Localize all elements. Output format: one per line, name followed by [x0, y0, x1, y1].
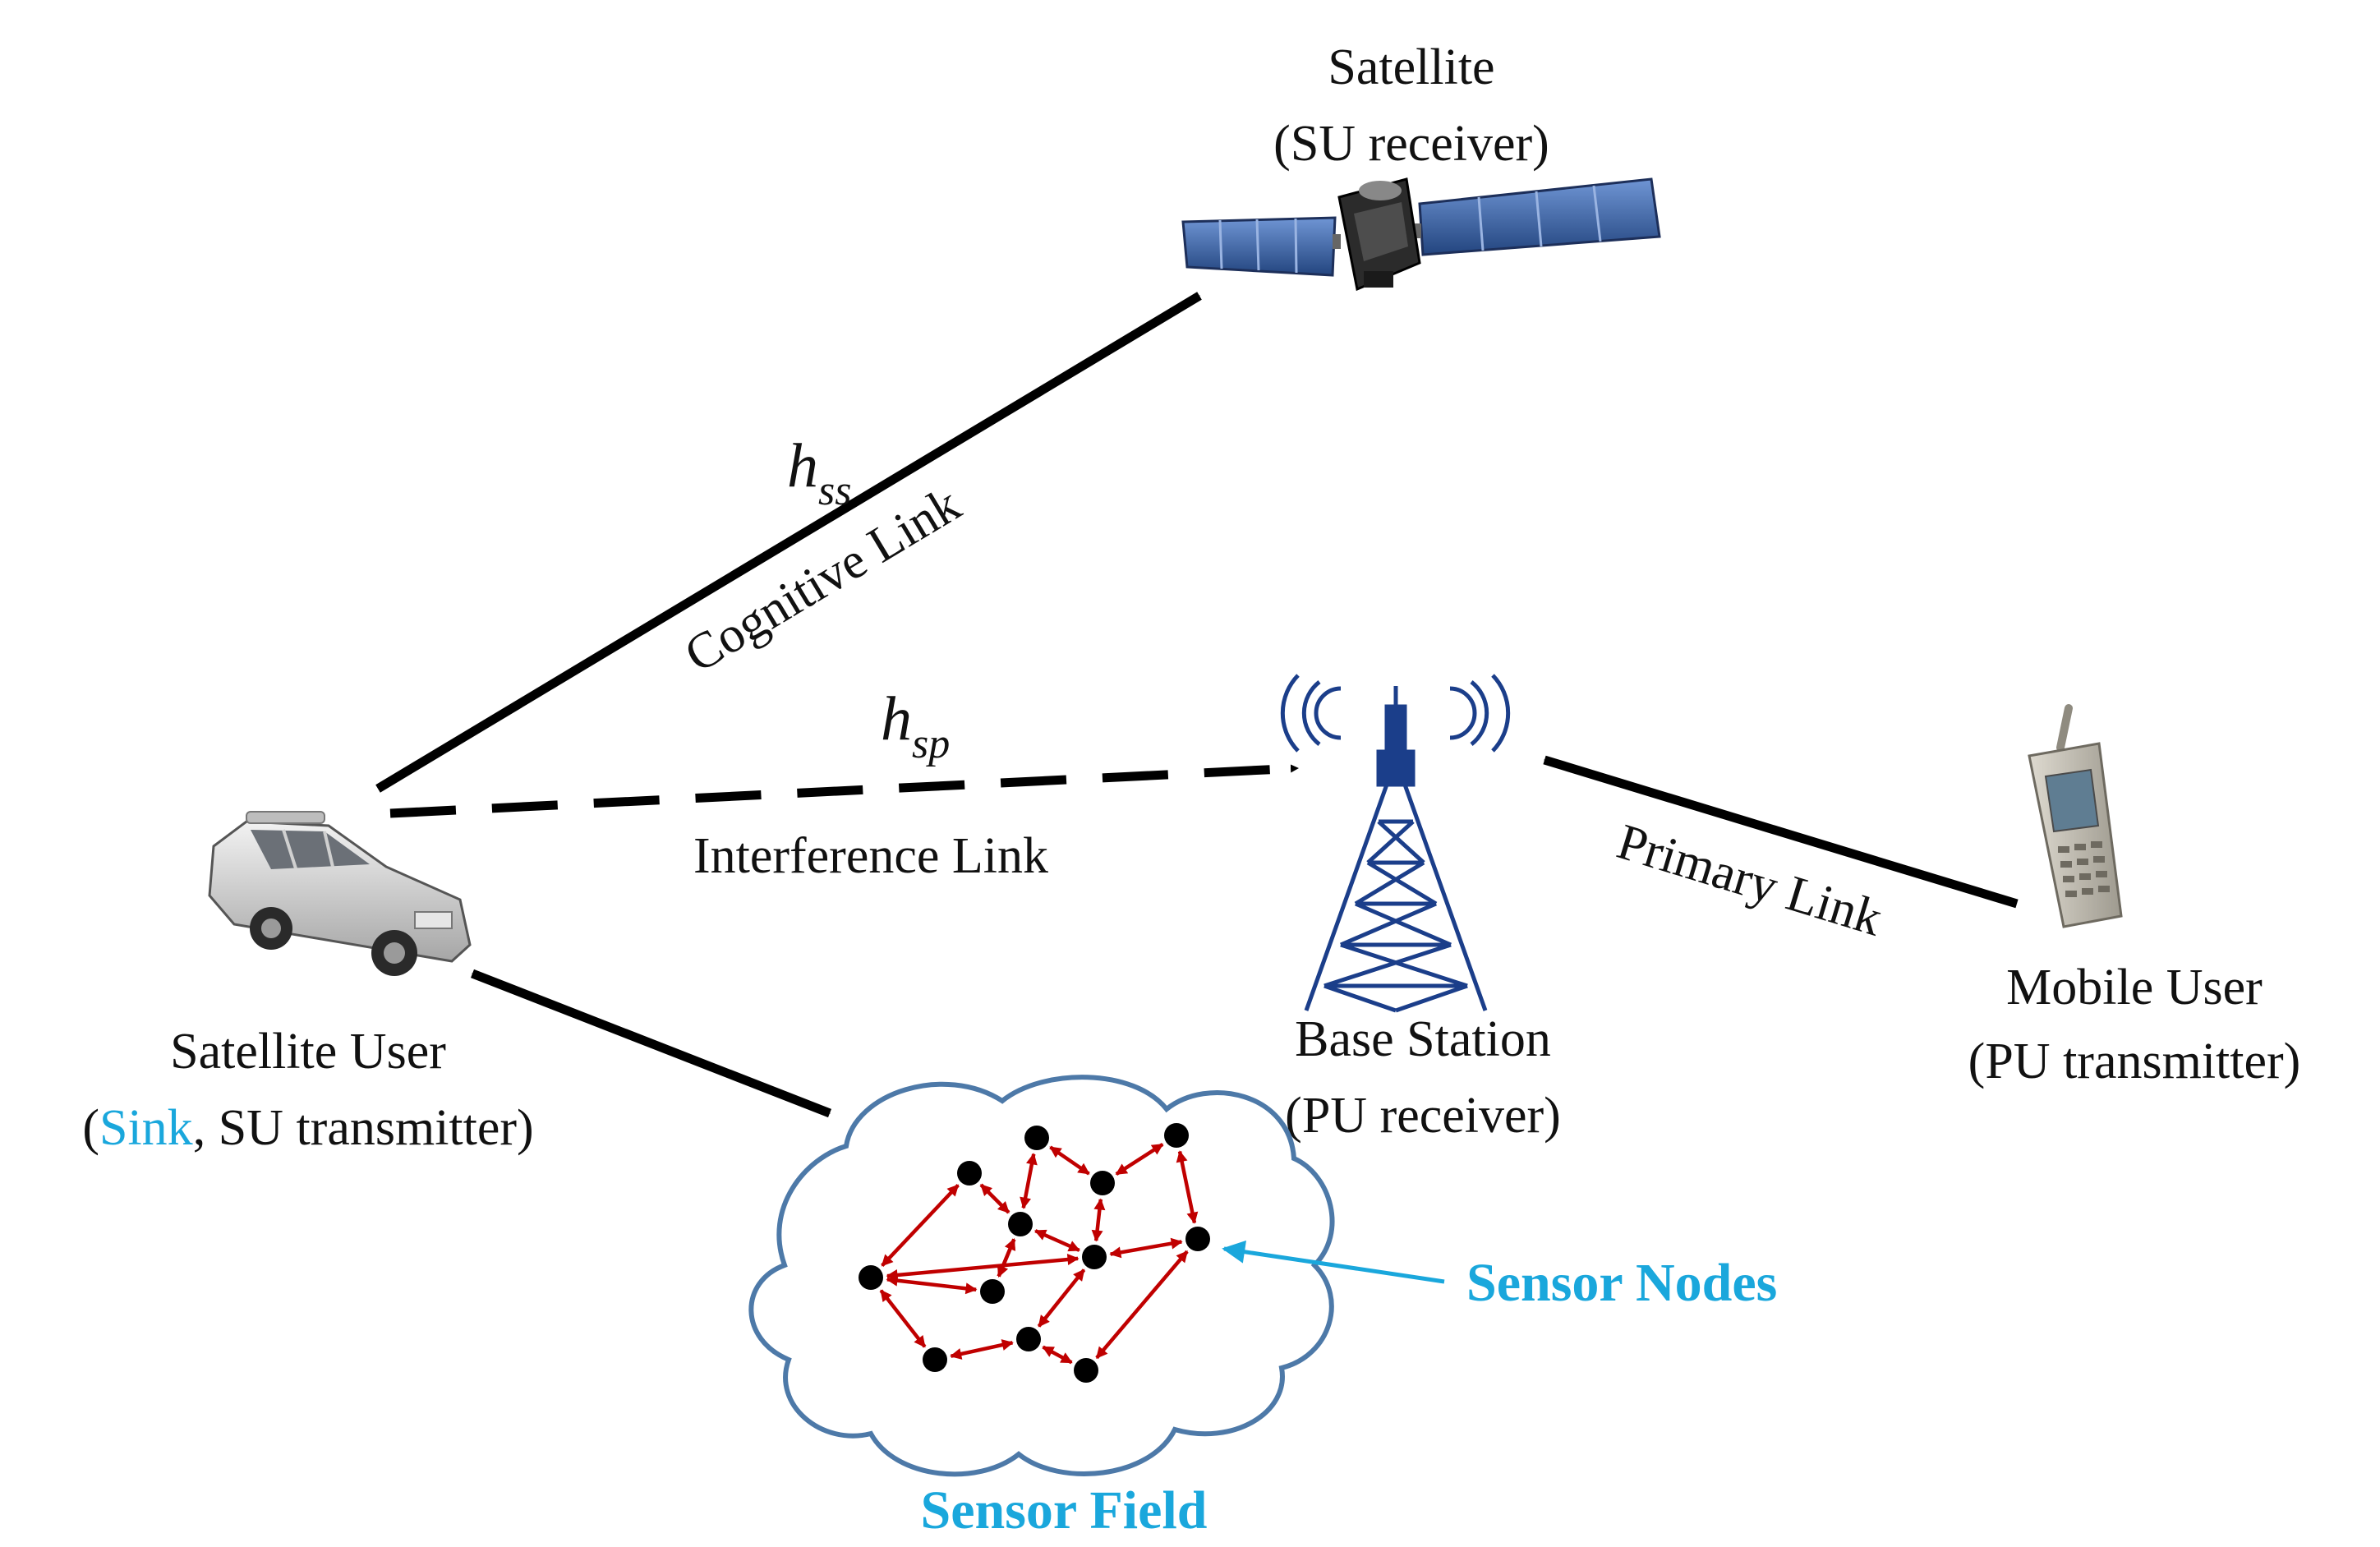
sensor-link	[1176, 1150, 1199, 1224]
mobile-user-role: (PU transmitter)	[1968, 1034, 2301, 1089]
sensor-links	[879, 1142, 1199, 1365]
tower-icon	[1280, 674, 1511, 1013]
sensor-link	[881, 1183, 960, 1268]
primary-link-arrow	[1543, 755, 2019, 909]
sensor-link	[1033, 1229, 1081, 1252]
sensor-link	[1020, 1153, 1038, 1209]
sensor-node	[1016, 1327, 1041, 1351]
sensor-link	[1037, 1268, 1086, 1328]
base-station-name: Base Station	[1295, 1011, 1551, 1067]
sensor-link	[1109, 1237, 1183, 1259]
base-station-role: (PU receiver)	[1285, 1088, 1561, 1144]
primary-link-label: Primary Link	[1611, 813, 1889, 946]
sensor-link	[1095, 1250, 1189, 1360]
mobile-user-name: Mobile User	[2006, 960, 2263, 1015]
sensor-node	[859, 1265, 883, 1290]
sensor-link	[950, 1339, 1014, 1360]
interference-link-label: Interference Link	[693, 828, 1048, 884]
sensor-node	[1082, 1245, 1107, 1269]
sensor-node	[957, 1161, 982, 1186]
sensor-link	[979, 1183, 1010, 1214]
sensor-node	[1074, 1358, 1098, 1383]
sensor-node	[1024, 1126, 1049, 1150]
sensor-link	[886, 1254, 1080, 1281]
sensor-link	[1042, 1345, 1073, 1365]
satellite-icon	[1181, 177, 1661, 292]
sensor-field-label: Sensor Field	[921, 1480, 1208, 1540]
sensor-nodes-label: Sensor Nodes	[1466, 1253, 1777, 1313]
satellite-name: Satellite	[1328, 39, 1494, 95]
cognitive-channel-symbol: hss	[787, 431, 851, 514]
interference-channel-symbol: hsp	[881, 684, 950, 767]
satellite-role: (SU receiver)	[1273, 116, 1549, 172]
sensor-link	[1049, 1145, 1090, 1176]
sensor-node	[1185, 1227, 1210, 1251]
mobile-phone-icon	[2028, 704, 2123, 928]
sensor-node	[1090, 1171, 1115, 1195]
sensor-nodes	[859, 1123, 1210, 1383]
sensor-link	[997, 1238, 1016, 1278]
sensor-link	[879, 1289, 927, 1348]
interference-link-arrow	[389, 763, 1299, 818]
cognitive-link-arrow	[375, 292, 1202, 793]
sensor-link	[886, 1274, 978, 1295]
sensor-node	[1008, 1212, 1033, 1236]
satellite-user-name: Satellite User	[170, 1024, 446, 1080]
sensor-link	[1115, 1142, 1164, 1176]
satellite-user-role: (Sink, SU transmitter)	[82, 1100, 533, 1156]
car-icon	[208, 811, 472, 976]
sensor-node	[1164, 1123, 1189, 1148]
sensor-node	[980, 1279, 1005, 1304]
sensor-link	[1091, 1198, 1106, 1242]
user-sensor-link-arrow	[470, 969, 832, 1118]
sensor-node	[923, 1347, 947, 1372]
sink-label: Sink	[99, 1100, 193, 1156]
cloud-icon	[748, 1075, 1335, 1477]
sensor-nodes-pointer	[1222, 1240, 1445, 1284]
